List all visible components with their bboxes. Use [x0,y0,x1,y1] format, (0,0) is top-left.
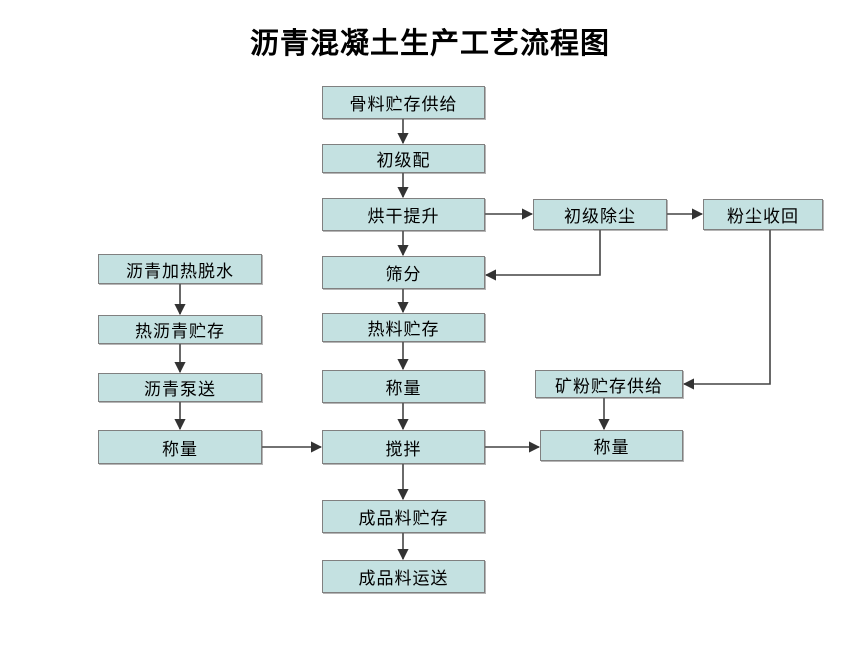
node-label: 称量 [162,439,198,460]
node-label: 初级配 [376,151,431,171]
node-weighing-left[interactable]: 称量 [98,430,262,464]
node-label: 粉尘收回 [727,207,799,227]
node-mixing[interactable]: 搅拌 [322,430,485,464]
node-primary-dedusting[interactable]: 初级除尘 [533,199,667,230]
node-label: 沥青泵送 [144,380,216,400]
node-aggregate-storage[interactable]: 骨料贮存供给 [322,86,485,119]
edge-dustrecovery-to-mineralpowder [682,230,771,390]
node-label: 称量 [593,438,630,458]
node-label: 沥青加热脱水 [126,261,234,282]
node-label: 热沥青贮存 [135,322,225,342]
node-label: 烘干提升 [367,207,440,227]
node-bitumen-heating-dewatering[interactable]: 沥青加热脱水 [98,254,262,284]
node-label: 称量 [385,379,422,399]
node-weighing-center[interactable]: 称量 [322,370,485,403]
page-title: 沥青混凝土生产工艺流程图 [249,26,610,60]
node-hot-material-storage[interactable]: 热料贮存 [322,313,485,342]
node-mineral-powder-storage[interactable]: 矿粉贮存供给 [535,370,683,398]
node-weighing-right[interactable]: 称量 [540,430,683,461]
node-label: 初级除尘 [564,207,636,227]
node-screening[interactable]: 筛分 [322,256,485,289]
node-hot-bitumen-storage[interactable]: 热沥青贮存 [98,315,262,344]
node-dust-recovery[interactable]: 粉尘收回 [703,199,823,230]
edge-dedusting-to-screening [484,230,601,281]
node-label: 搅拌 [385,439,422,460]
node-label: 成品料运送 [358,569,449,589]
node-label: 矿粉贮存供给 [555,376,663,397]
node-label: 成品料贮存 [358,509,449,529]
node-finished-transport[interactable]: 成品料运送 [322,560,485,593]
node-finished-storage[interactable]: 成品料贮存 [322,500,485,533]
node-label: 骨料贮存供给 [349,95,458,115]
node-label: 热料贮存 [367,320,440,340]
node-label: 筛分 [385,265,422,285]
node-drying-lifting[interactable]: 烘干提升 [322,198,485,231]
node-bitumen-pumping[interactable]: 沥青泵送 [98,373,262,402]
node-primary-batching[interactable]: 初级配 [322,144,485,173]
